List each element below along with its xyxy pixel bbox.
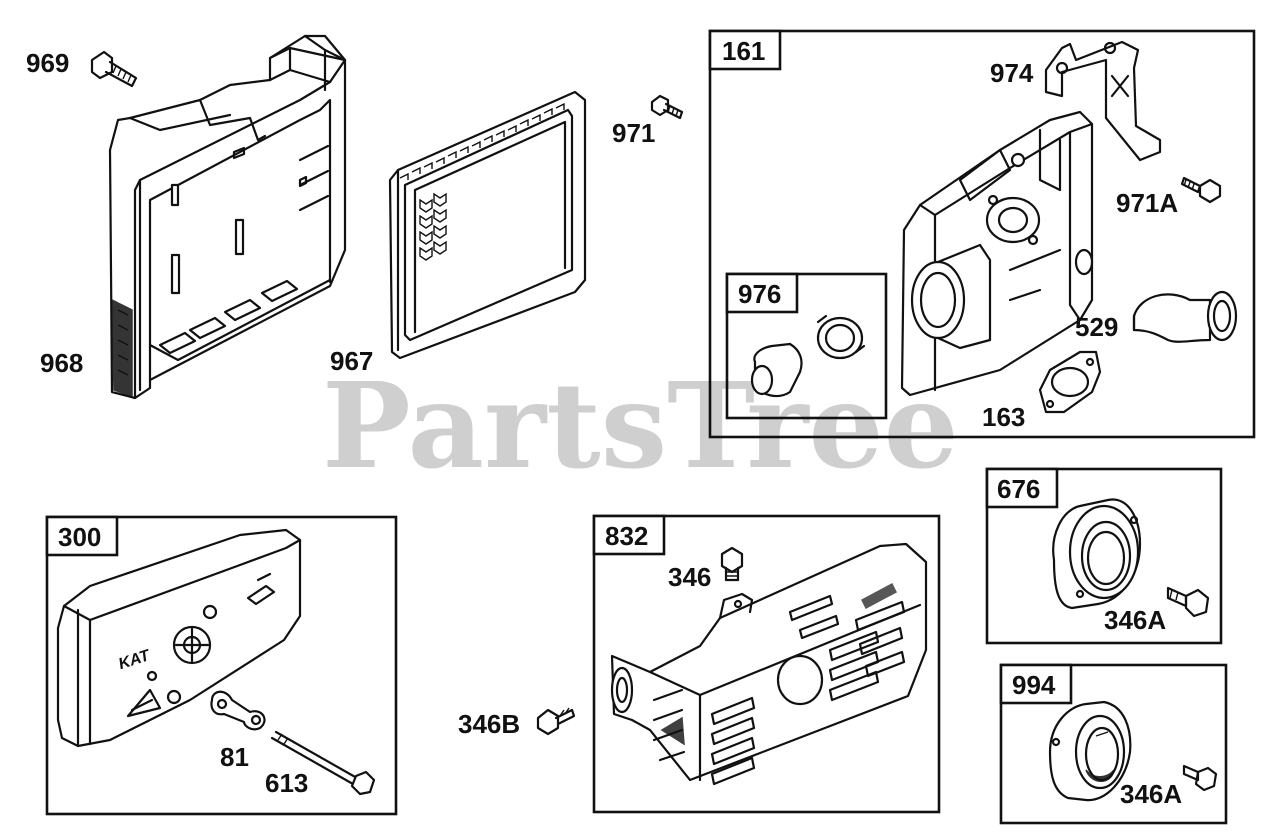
part-676-deflector[interactable] bbox=[1052, 498, 1142, 610]
label-967: 967 bbox=[330, 346, 373, 376]
part-346a-screw-676[interactable] bbox=[1166, 586, 1210, 618]
part-968-air-cleaner-base[interactable] bbox=[108, 34, 347, 400]
part-994-spark-arrester[interactable] bbox=[1048, 700, 1132, 802]
label-346: 346 bbox=[668, 562, 711, 592]
box-161 bbox=[708, 29, 1256, 439]
part-81-lock-plate[interactable] bbox=[210, 690, 266, 731]
part-163-gasket[interactable] bbox=[1038, 350, 1102, 414]
part-976-fuel-filter[interactable] bbox=[750, 314, 866, 398]
label-971: 971 bbox=[612, 118, 655, 148]
box-976 bbox=[725, 272, 888, 420]
part-346b-screw[interactable] bbox=[536, 707, 576, 736]
part-529-elbow-tube[interactable] bbox=[1132, 290, 1238, 343]
label-346a-994: 346A bbox=[1120, 779, 1182, 809]
part-971a-screw[interactable] bbox=[1180, 176, 1222, 204]
box-832 bbox=[592, 514, 941, 814]
part-974-bracket[interactable] bbox=[1044, 40, 1162, 162]
label-529: 529 bbox=[1075, 312, 1118, 342]
part-346-screw[interactable] bbox=[720, 546, 744, 582]
label-969: 969 bbox=[26, 48, 69, 78]
part-346a-screw-994[interactable] bbox=[1182, 764, 1218, 792]
part-832-heat-shield[interactable] bbox=[610, 542, 928, 786]
part-300-muffler[interactable] bbox=[56, 528, 302, 748]
box-676 bbox=[985, 467, 1223, 645]
box-994 bbox=[999, 663, 1228, 825]
watermark: PartsTree bbox=[322, 356, 959, 495]
label-968: 968 bbox=[40, 348, 83, 378]
part-161-air-horn-body[interactable] bbox=[900, 110, 1094, 397]
box-976-label: 976 bbox=[738, 279, 781, 309]
part-969-bolt[interactable] bbox=[90, 50, 138, 88]
part-613-stud[interactable] bbox=[270, 730, 376, 796]
part-971-screw[interactable] bbox=[650, 94, 684, 120]
box-832-label: 832 bbox=[605, 521, 648, 551]
label-346b: 346B bbox=[458, 709, 520, 739]
label-346a-676: 346A bbox=[1104, 605, 1166, 635]
label-613: 613 bbox=[265, 768, 308, 798]
label-163: 163 bbox=[982, 402, 1025, 432]
box-676-label: 676 bbox=[997, 474, 1040, 504]
box-300 bbox=[45, 515, 398, 816]
label-971a: 971A bbox=[1116, 188, 1178, 218]
label-974: 974 bbox=[990, 58, 1034, 88]
label-81: 81 bbox=[220, 742, 249, 772]
box-161-label: 161 bbox=[722, 36, 765, 66]
box-300-label: 300 bbox=[58, 522, 101, 552]
box-994-label: 994 bbox=[1012, 670, 1056, 700]
part-967-filter-element[interactable] bbox=[388, 90, 587, 360]
